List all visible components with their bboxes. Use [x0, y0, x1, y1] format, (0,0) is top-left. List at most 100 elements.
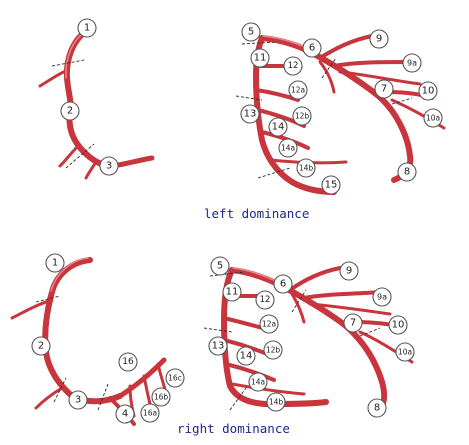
svg-text:9: 9 — [346, 266, 352, 277]
segment-label-14b: 14b — [296, 158, 316, 178]
svg-text:8: 8 — [404, 167, 410, 178]
svg-text:16a: 16a — [143, 409, 157, 418]
svg-text:13: 13 — [244, 109, 257, 120]
svg-text:14a: 14a — [281, 144, 295, 153]
svg-text:9: 9 — [376, 34, 382, 45]
segment-label-14: 14 — [236, 346, 256, 366]
segment-label-5: 5 — [210, 256, 230, 276]
segment-label-8: 8 — [367, 398, 387, 418]
obtuse-marginal-branch — [318, 34, 374, 60]
segment-boundary — [229, 387, 247, 411]
rca-side-branch — [34, 386, 64, 410]
obtuse-marginal-branch — [332, 60, 412, 68]
segment-label-12b: 12b — [292, 106, 312, 126]
left-dominance-rca — [38, 27, 155, 180]
segment-label-12a: 12a — [259, 314, 279, 334]
vessel-highlight — [50, 257, 89, 292]
segment-boundary — [235, 95, 263, 101]
segment-boundary — [209, 271, 245, 277]
svg-text:14b: 14b — [269, 398, 284, 407]
posterolateral-branch — [142, 374, 152, 406]
segment-label-1: 1 — [45, 253, 65, 273]
segment-label-14b: 14b — [266, 392, 286, 412]
svg-text:3: 3 — [106, 161, 112, 172]
segment-boundary — [241, 41, 277, 45]
svg-text:16b: 16b — [154, 393, 169, 402]
segment-boundary — [65, 143, 95, 169]
segment-label-12b: 12b — [263, 340, 283, 360]
diagonal-branch — [230, 382, 306, 396]
segment-label-14a: 14a — [248, 372, 268, 392]
lcx-branch — [318, 60, 336, 94]
lcx-vessel — [259, 35, 414, 183]
segment-label-11: 11 — [222, 282, 242, 302]
svg-text:12b: 12b — [295, 112, 310, 121]
obtuse-marginal-branch — [308, 302, 392, 316]
segment-label-13: 13 — [208, 336, 228, 356]
svg-text:1: 1 — [52, 258, 58, 269]
segment-label-7: 7 — [343, 313, 363, 333]
segment-boundary — [35, 295, 61, 303]
svg-text:14: 14 — [240, 351, 253, 362]
segment-label-9a: 9a — [372, 287, 392, 307]
segment-label-10a: 10a — [395, 342, 415, 362]
svg-text:10a: 10a — [426, 114, 440, 123]
segment-label-7: 7 — [374, 79, 394, 99]
svg-text:5: 5 — [217, 261, 223, 272]
svg-text:6: 6 — [280, 279, 286, 290]
segment-label-2: 2 — [60, 101, 80, 121]
segment-label-3: 3 — [68, 390, 88, 410]
segment-label-9: 9 — [369, 29, 389, 49]
segment-label-10: 10 — [388, 315, 408, 335]
segment-label-1: 1 — [77, 18, 97, 38]
segment-label-3: 3 — [99, 156, 119, 176]
svg-text:14b: 14b — [299, 164, 314, 173]
svg-text:12a: 12a — [262, 320, 276, 329]
segment-label-16b: 16b — [151, 387, 171, 407]
rca-side-branch — [84, 160, 98, 180]
segment-label-9: 9 — [339, 261, 359, 281]
svg-text:10: 10 — [422, 86, 435, 97]
lcx-branch — [290, 292, 306, 324]
segment-label-12: 12 — [283, 56, 303, 76]
segment-label-15: 15 — [321, 175, 341, 195]
svg-text:11: 11 — [254, 53, 267, 64]
segment-boundary — [359, 327, 381, 337]
caption-right-dominance: right dominance — [177, 421, 290, 436]
rca-side-branch — [38, 68, 70, 88]
segment-label-16c: 16c — [165, 368, 185, 388]
segment-label-5: 5 — [241, 22, 261, 42]
svg-text:7: 7 — [381, 84, 387, 95]
segment-label-16a: 16a — [140, 403, 160, 423]
segment-boundary — [291, 289, 307, 313]
svg-text:16c: 16c — [168, 374, 182, 383]
svg-text:7: 7 — [350, 318, 356, 329]
segment-label-6: 6 — [273, 274, 293, 294]
svg-text:12a: 12a — [291, 86, 305, 95]
obtuse-marginal-branch — [302, 290, 384, 300]
segment-label-13: 13 — [240, 104, 260, 124]
segment-boundary — [257, 167, 291, 179]
segment-boundary — [203, 327, 233, 333]
segment-label-14a: 14a — [278, 138, 298, 158]
segment-label-9a: 9a — [402, 53, 422, 73]
svg-text:5: 5 — [248, 27, 254, 38]
diagonal-branch — [224, 362, 276, 382]
svg-text:8: 8 — [374, 403, 380, 414]
segment-label-8: 8 — [397, 162, 417, 182]
svg-text:9a: 9a — [407, 59, 417, 68]
segment-label-4: 4 — [115, 404, 135, 424]
svg-text:10a: 10a — [398, 348, 412, 357]
segment-label-10a: 10a — [423, 108, 443, 128]
lcx-branch — [390, 98, 446, 130]
segment-boundary — [321, 57, 337, 79]
svg-text:2: 2 — [67, 106, 73, 117]
segment-label-12: 12 — [255, 290, 275, 310]
svg-text:2: 2 — [38, 341, 44, 352]
segment-boundary — [53, 377, 67, 403]
svg-text:4: 4 — [122, 409, 128, 420]
segment-label-16: 16 — [118, 352, 138, 372]
segment-label-10: 10 — [418, 81, 438, 101]
